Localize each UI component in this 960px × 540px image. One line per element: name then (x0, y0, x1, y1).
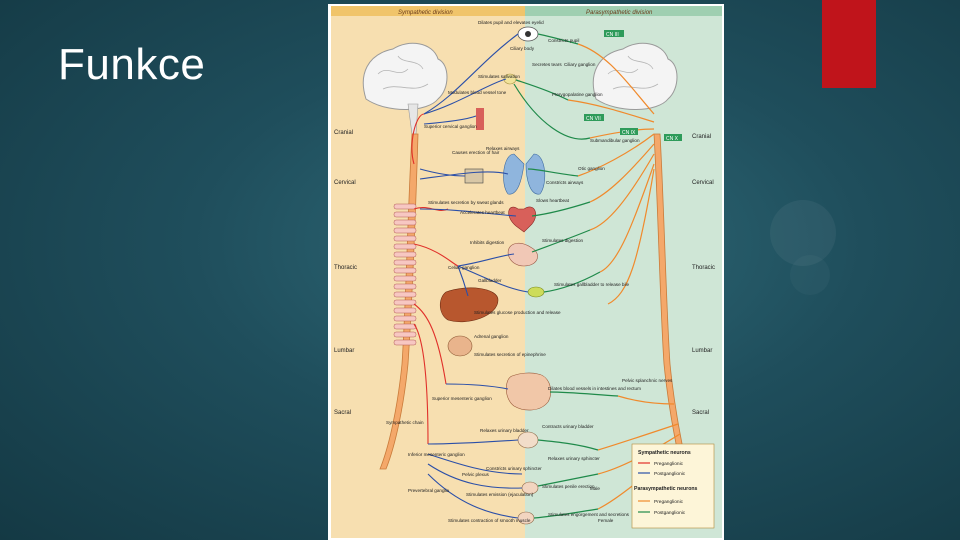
legend-para-title: Parasympathetic neurons (634, 486, 698, 492)
label-sym-heartbeat: Accelerates heartbeat (460, 210, 505, 215)
label-para-sphincter: Relaxes urinary sphincter (548, 456, 600, 461)
label-sym-airways: Relaxes airways (486, 146, 520, 151)
label-para-slow-heart: Slows heartbeat (536, 198, 570, 203)
region-labels-left: Cranial Cervical Thoracic Lumbar Sacral (334, 130, 357, 416)
label-sym-cervical-ganglion: Superior cervical ganglion (424, 124, 477, 129)
label-para-erection: Stimulates penile erection (542, 484, 595, 489)
decorative-circle (770, 200, 836, 266)
cn-vii-label: CN VII (586, 116, 601, 122)
label-sym-bladder: Relaxes urinary bladder (480, 428, 529, 433)
label-para-constrict-airways: Constricts airways (546, 180, 584, 185)
liver-organ (439, 287, 499, 323)
slide-title: Funkce (58, 40, 206, 89)
label-sym-epinephrine: Stimulates secretion of epinephrine (474, 352, 546, 357)
label-para-submand: Submandibular ganglion (590, 138, 640, 143)
region-thoracic-right: Thoracic (692, 265, 715, 271)
blood-vessel-organ (476, 108, 484, 130)
region-cranial-right: Cranial (692, 134, 711, 140)
stomach-organ (507, 242, 538, 267)
region-sacral-left: Sacral (334, 410, 351, 416)
label-sym-sweat: Stimulates secretion by sweat glands (428, 200, 504, 205)
label-para-pterygo: Pterygopalatine ganglion (552, 92, 603, 97)
red-accent-tab (822, 0, 876, 88)
label-para-ciliary-body: Ciliary body (510, 46, 535, 51)
legend-para-pre: Preganglionic (654, 499, 684, 505)
right-brain (592, 42, 678, 110)
sympathetic-annotations: Dilates pupil and elevates eyelid Stimul… (386, 20, 561, 523)
label-sym-pupil: Dilates pupil and elevates eyelid (478, 20, 544, 25)
label-sym-emission: Stimulates emission (ejaculation) (466, 492, 534, 497)
lungs-organ (503, 153, 546, 195)
intestines-organ (505, 372, 551, 411)
label-para-gallbladder: Stimulates gallbladder to release bile (554, 282, 630, 287)
region-thoracic-left: Thoracic (334, 265, 357, 271)
label-para-otic: Otic ganglion (578, 166, 605, 171)
cn-ix-label: CN IX (622, 130, 636, 136)
label-para-engorgement: Stimulates engorgement and secretions (548, 512, 630, 517)
parasympathetic-preganglionic-paths (567, 43, 683, 510)
region-cranial-left: Cranial (334, 130, 353, 136)
region-cervical-right: Cervical (692, 180, 714, 186)
region-labels-right: Cranial Cervical Thoracic Lumbar Sacral (692, 134, 715, 416)
label-para-tears: Secretes tears (532, 62, 562, 67)
label-sym-digestion: Inhibits digestion (470, 240, 505, 245)
sympathetic-chain (393, 203, 417, 346)
label-para-ciliary-ganglion: Ciliary ganglion (564, 62, 596, 67)
label-sym-hair: Causes erection of hair (452, 150, 500, 155)
decorative-circle (790, 255, 830, 295)
label-sym-pelvic: Pelvic plexus (462, 472, 490, 477)
label-para-pupil: Constricts pupil (548, 38, 579, 43)
cranial-nerve-labels: CN III CN VII CN IX CN X (584, 30, 682, 142)
label-para-bladder: Contracts urinary bladder (542, 424, 594, 429)
legend: Sympathetic neurons Preganglionic Postga… (631, 443, 715, 529)
region-lumbar-right: Lumbar (692, 348, 712, 354)
label-para-stim-digestion: Stimulates digestion (542, 238, 584, 243)
label-sym-saliva: Stimulates salivation (478, 74, 520, 79)
label-sym-vessel: Modulates blood vessel tone (448, 90, 507, 95)
adrenal-kidney-organ (447, 335, 473, 357)
heart-organ (508, 206, 536, 233)
label-sym-celiac: Celiac ganglion (448, 265, 480, 270)
legend-para-post: Postganglionic (654, 510, 686, 516)
cn-x-label: CN X (666, 136, 679, 142)
label-sym-inf-mesenteric: Inferior mesenteric ganglion (408, 452, 465, 457)
legend-box (631, 443, 715, 529)
label-sym-adrenal: Adrenal ganglion (474, 334, 509, 339)
legend-sym-title: Sympathetic neurons (638, 450, 691, 456)
gallbladder-organ (527, 286, 545, 298)
label-sym-smooth-muscle: Stimulates contraction of smooth muscle (448, 518, 531, 523)
label-para-splanchnic: Pelvic splanchnic nerves (622, 378, 673, 383)
label-sym-sup-mesenteric: Superior mesenteric ganglion (432, 396, 492, 401)
label-para-vessels: Dilates blood vessels in intestines and … (548, 386, 641, 391)
cn-iii-label: CN III (606, 32, 619, 38)
label-para-male: Male (590, 486, 600, 491)
label-sym-chain: Sympathetic chain (386, 420, 424, 425)
legend-sym-pre: Preganglionic (654, 461, 684, 467)
label-para-female: Female (598, 518, 614, 523)
autonomic-nervous-system-diagram: Sympathetic division Parasympathetic div… (328, 4, 724, 540)
header-bar-sym (331, 6, 525, 16)
region-sacral-right: Sacral (692, 410, 709, 416)
label-sym-sphincter: Constricts urinary sphincter (486, 466, 542, 471)
region-cervical-left: Cervical (334, 180, 356, 186)
legend-sym-post: Postganglionic (654, 471, 686, 477)
label-sym-prevertebral: Prevertebral ganglia (408, 488, 450, 493)
urinary-bladder-organ (517, 431, 539, 449)
sympathetic-postganglionic-paths (419, 33, 529, 519)
label-sym-glucose: Stimulates glucose production and releas… (474, 310, 561, 315)
parasympathetic-annotations: Constricts pupil Ciliary body Ciliary ga… (510, 38, 673, 523)
region-lumbar-left: Lumbar (334, 348, 354, 354)
parasympathetic-header: Parasympathetic division (586, 10, 653, 16)
header-bar-para (525, 6, 722, 16)
salivary-gland-organ (503, 73, 517, 85)
hair-follicle-organ (464, 168, 484, 184)
parasympathetic-postganglionic-paths (513, 33, 619, 519)
label-sym-gallbladder: Gallbladder (478, 278, 502, 283)
sympathetic-header: Sympathetic division (398, 10, 453, 16)
eye-organ (517, 26, 539, 42)
